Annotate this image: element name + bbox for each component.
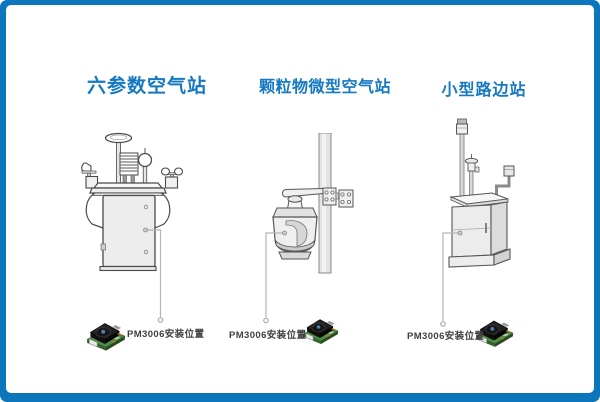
sensor-pod	[272, 207, 318, 260]
micro-station-illustration	[272, 133, 354, 274]
pm3006-install-label-six-parameter: PM3006安装位置	[127, 329, 205, 340]
station-title-micro-particulate: 颗粒物微型空气站	[258, 79, 391, 96]
pole-bracket	[322, 187, 354, 208]
pm3006-module-icon	[303, 319, 339, 344]
station-title-roadside: 小型路边站	[441, 82, 527, 99]
radiation-shield-icon	[119, 152, 139, 184]
cable-left	[85, 192, 104, 229]
side-arm-sensor	[495, 165, 515, 196]
roadside-cabinet	[448, 192, 511, 268]
ball-sensor-icon	[137, 148, 153, 184]
pm3006-install-label-roadside: PM3006安装位置	[407, 331, 485, 342]
support-arm	[282, 187, 324, 198]
cabinet-hinge	[100, 243, 106, 251]
cup-anemometer-icon	[160, 167, 184, 189]
station-title-six-parameter: 六参数空气站	[86, 76, 207, 97]
cable-right	[154, 192, 171, 229]
wind-vane-icon	[81, 162, 99, 189]
pm3006-module-icon	[86, 322, 126, 351]
roadside-station-illustration	[448, 118, 515, 268]
cap-sensor-mast	[464, 154, 480, 198]
pm3006-install-label-micro: PM3006安装位置	[229, 330, 307, 341]
cabinet-base	[99, 265, 157, 272]
tall-mast-sensor	[456, 118, 468, 198]
cabinet-lid-bottom	[89, 187, 167, 194]
six-parameter-station-illustration	[81, 132, 184, 272]
cabinet-lid-top	[92, 182, 164, 189]
